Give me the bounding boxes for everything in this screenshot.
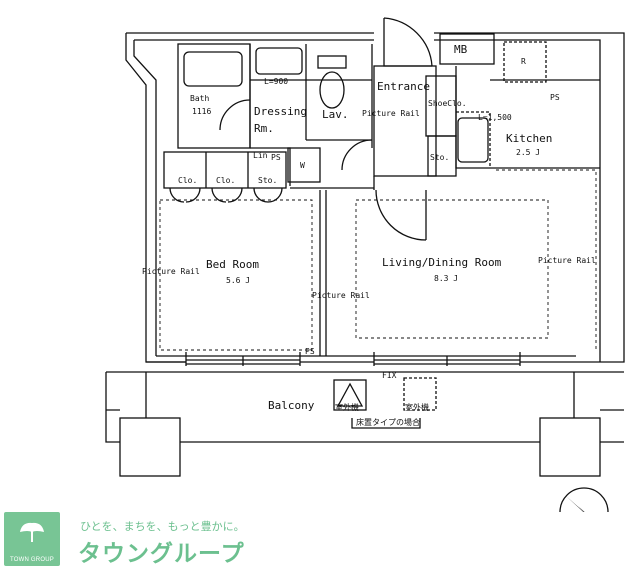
vanity-length: L=900 [264, 77, 288, 86]
bath-door-swing [219, 99, 251, 131]
lower-wall [146, 355, 576, 363]
vanity [255, 47, 303, 75]
ac-placement-note: 床置タイプの場合 [356, 417, 420, 427]
storage-box [427, 135, 457, 177]
living-label: Living/Dining Room [382, 256, 502, 269]
storage-label-1: Sto. [258, 176, 277, 185]
entrance-area [373, 65, 437, 177]
shoe-closet-label: ShoeClo. [428, 99, 467, 108]
linen-label: Lin [253, 151, 268, 160]
storage-label-2: Sto. [430, 153, 449, 162]
sink [457, 117, 489, 163]
compass-needle [566, 496, 585, 512]
balcony-pillar-right [539, 417, 601, 477]
kitchen-label: Kitchen [506, 132, 552, 145]
balcony-pillar-left [119, 417, 181, 477]
lav-door-swing [341, 139, 373, 171]
ac-unit-1-fan [336, 382, 364, 407]
ac-unit-1 [333, 379, 367, 411]
outer-wall-inner [133, 39, 601, 362]
entrance-door-swing [383, 17, 433, 67]
bath-room [177, 43, 251, 149]
fridge-label: R [521, 57, 526, 66]
washer-box [287, 147, 321, 183]
kitchen-size: 2.5 J [516, 148, 540, 157]
partition-wall [290, 176, 375, 356]
outer-wall [125, 32, 625, 363]
fix-label: FIX [382, 371, 397, 380]
mb-label: MB [454, 43, 468, 56]
tree-icon [20, 522, 44, 542]
washer-label: W [300, 161, 305, 170]
bedroom-window [185, 352, 301, 366]
ac-unit-1-label: 室外機 [335, 402, 359, 412]
bedroom-label: Bed Room [206, 258, 259, 271]
living-window [373, 352, 521, 366]
closet-label-2: Clo. [216, 176, 235, 185]
picture-rail-label-partition: Picture Rail [312, 291, 370, 300]
logo-brand-text: TOWN GROUP [10, 557, 54, 563]
closet-row [163, 151, 287, 189]
toilet [319, 71, 345, 109]
floor-plan: Bath 1116 Dressing Rm. Lav. Entrance Sho… [105, 17, 625, 512]
bath-label: Bath [190, 94, 209, 103]
living-size: 8.3 J [434, 274, 458, 283]
dressing-label-2: Rm. [254, 122, 274, 135]
lav-label: Lav. [322, 108, 349, 121]
bedroom-picture-rail [159, 199, 313, 351]
company-logo: TOWN GROUP ひとを、まちを、もっと豊かに。 タウングループ [0, 512, 300, 569]
picture-rail-label-entrance: Picture Rail [362, 109, 420, 118]
closet-label-1: Clo. [178, 176, 197, 185]
compass-ring [559, 487, 609, 512]
fridge-box [503, 41, 547, 83]
balcony-inner-line [106, 372, 624, 418]
living-picture-rail [355, 199, 549, 339]
closet-dividers [205, 152, 249, 188]
ac-note-bracket [351, 418, 421, 429]
ps-label-2: PS [550, 93, 560, 102]
picture-rail-label-living: Picture Rail [538, 256, 596, 265]
ps-label-1: PS [271, 153, 281, 162]
balcony-rail [105, 371, 624, 443]
dressing-label: Dressing [254, 105, 307, 118]
mb-box [439, 33, 495, 65]
company-name: タウングループ [78, 541, 245, 567]
company-slogan: ひとを、まちを、もっと豊かに。 [80, 520, 245, 533]
balcony-label: Balcony [268, 399, 315, 412]
ps-label-3: PS [305, 347, 315, 356]
kitchen-length: L=1,500 [478, 113, 512, 122]
kitchen-counter [456, 111, 491, 168]
bathtub [183, 51, 243, 87]
bath-size: 1116 [192, 107, 211, 116]
living-door-swing [375, 189, 427, 241]
picture-rail-label-bedroom: Picture Rail [142, 267, 200, 276]
logo-badge: TOWN GROUP [4, 512, 60, 566]
closet-doors [169, 187, 283, 203]
bedroom-size: 5.6 J [226, 276, 250, 285]
ac-unit-2 [403, 377, 437, 411]
entrance-label: Entrance [377, 80, 430, 93]
lavatory [305, 44, 373, 148]
ac-unit-2-label: 室外機 [405, 402, 429, 412]
toilet-tank [317, 55, 347, 69]
